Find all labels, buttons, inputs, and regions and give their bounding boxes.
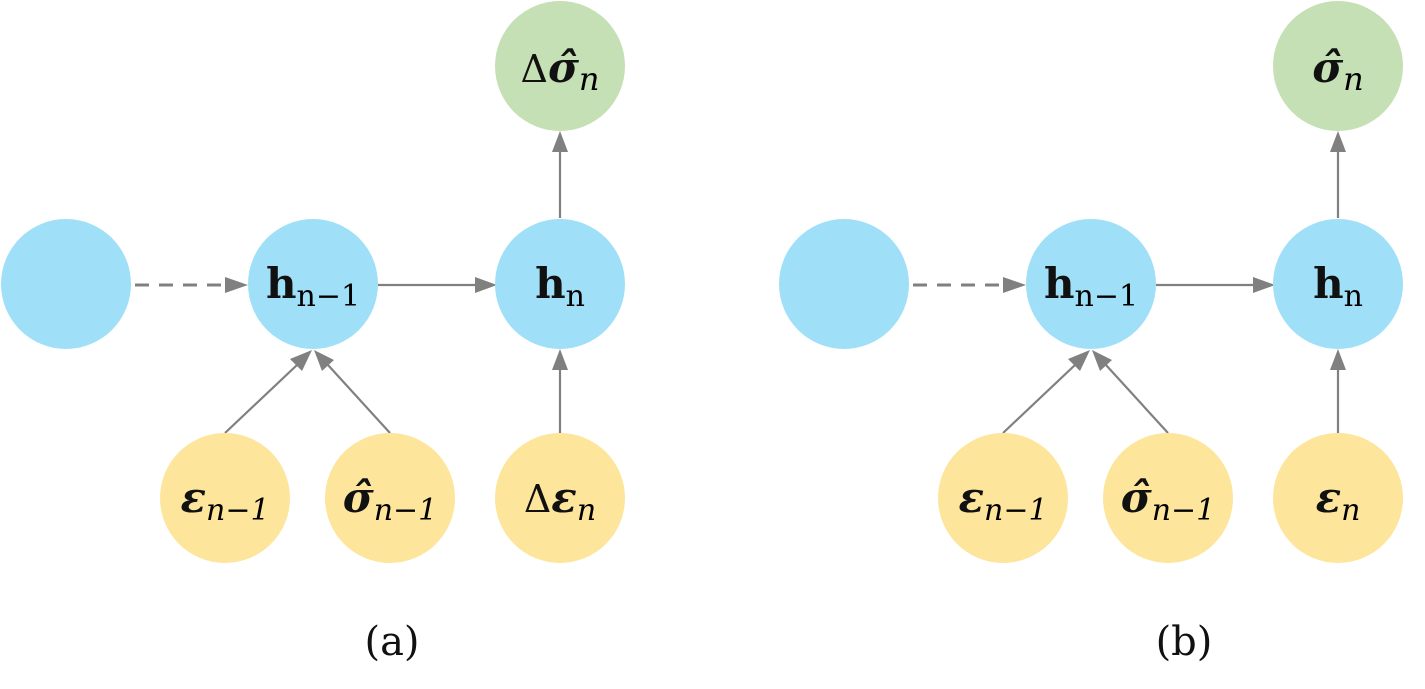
input-node-1 xyxy=(160,433,290,563)
caption-b: (b) xyxy=(1156,619,1213,665)
input-node-3 xyxy=(495,433,625,563)
arrowhead xyxy=(1003,277,1026,293)
output-node xyxy=(495,1,625,131)
edge-input1-to-hprev xyxy=(1002,364,1076,434)
hcurr-label: hn xyxy=(1313,259,1363,314)
hidden-node-n xyxy=(495,219,625,349)
hidden-node-prev xyxy=(779,219,909,349)
input2-label: σ̂n−1 xyxy=(1121,473,1216,528)
hidden-node-n-minus-1 xyxy=(1026,219,1156,349)
arrowhead xyxy=(1330,349,1346,370)
input2-label: σ̂n−1 xyxy=(343,473,438,528)
hidden-node-prev xyxy=(1,219,131,349)
arrowhead xyxy=(225,277,248,293)
output-label: σ̂n xyxy=(1312,43,1364,98)
input3-label: Δεn xyxy=(524,473,596,528)
panel-b: hn−1 hn σ̂n εn−1 σ̂n−1 εn (b) xyxy=(779,1,1403,665)
arrowhead xyxy=(1068,350,1090,371)
arrowhead xyxy=(314,350,334,371)
output-label: Δσ̂n xyxy=(520,43,599,98)
hprev-label: hn−1 xyxy=(266,259,360,314)
hcurr-label: hn xyxy=(535,259,585,314)
arrowhead xyxy=(552,131,568,152)
edge-input1-to-hprev xyxy=(224,364,298,434)
caption-a: (a) xyxy=(364,619,419,665)
arrowhead xyxy=(1092,350,1112,371)
panel-a: hn−1 hn Δσ̂n εn−1 σ̂n−1 Δεn (a) xyxy=(1,1,625,665)
arrowhead xyxy=(1253,277,1275,293)
hidden-node-n-minus-1 xyxy=(248,219,378,349)
arrowhead xyxy=(290,350,312,371)
arrowhead xyxy=(552,349,568,370)
input3-label: εn xyxy=(1316,473,1361,528)
hprev-label: hn−1 xyxy=(1044,259,1138,314)
input1-label: εn−1 xyxy=(958,473,1047,528)
input-node-3 xyxy=(1273,433,1403,563)
arrowhead xyxy=(1330,131,1346,152)
input-node-2 xyxy=(325,433,455,563)
edge-input2-to-hprev xyxy=(1105,364,1169,434)
input-node-1 xyxy=(938,433,1068,563)
arrowhead xyxy=(475,277,497,293)
input-node-2 xyxy=(1103,433,1233,563)
hidden-node-n xyxy=(1273,219,1403,349)
input1-label: εn−1 xyxy=(180,473,269,528)
output-node xyxy=(1273,1,1403,131)
edge-input2-to-hprev xyxy=(327,364,391,434)
